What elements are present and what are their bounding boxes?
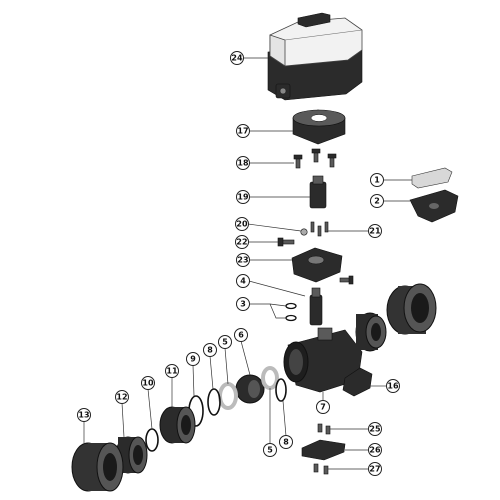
svg-text:1: 1 <box>374 176 380 185</box>
svg-text:11: 11 <box>166 367 178 376</box>
svg-text:18: 18 <box>237 159 249 168</box>
callout-20: 20 <box>235 217 249 231</box>
svg-text:5: 5 <box>222 338 228 347</box>
carrier-part-11 <box>159 406 196 444</box>
part-16 <box>342 367 373 397</box>
callout-19: 19 <box>236 190 250 204</box>
callout-5-left: 5 <box>218 335 232 349</box>
svg-text:24: 24 <box>231 54 243 63</box>
callout-23: 23 <box>236 253 250 267</box>
union-end-right <box>355 312 387 352</box>
callout-3: 3 <box>236 297 250 311</box>
svg-text:19: 19 <box>237 193 249 202</box>
screws-part-21 <box>310 221 329 237</box>
svg-text:3: 3 <box>240 300 246 309</box>
union-nut-right <box>386 283 437 335</box>
seat-part-5-right <box>261 366 279 390</box>
callout-16: 16 <box>386 379 400 393</box>
callout-27: 27 <box>368 462 382 476</box>
coupling-part-19 <box>309 175 327 209</box>
o-ring-part-8-right <box>275 378 287 402</box>
callout-8-left: 8 <box>203 343 217 357</box>
screws-part-27 <box>313 463 329 475</box>
svg-text:6: 6 <box>238 331 244 340</box>
callout-8-right: 8 <box>279 435 293 449</box>
svg-text:12: 12 <box>116 393 127 402</box>
svg-text:9: 9 <box>190 355 196 364</box>
svg-text:20: 20 <box>236 220 248 229</box>
o-rings-part-3 <box>285 302 297 322</box>
callout-11: 11 <box>165 364 179 378</box>
callout-5-right: 5 <box>263 443 277 457</box>
callout-9: 9 <box>186 352 200 366</box>
svg-text:4: 4 <box>240 277 246 286</box>
seat-part-5-left <box>218 382 238 410</box>
svg-text:22: 22 <box>236 238 247 247</box>
callout-6: 6 <box>234 328 248 342</box>
svg-text:16: 16 <box>387 382 399 391</box>
svg-text:8: 8 <box>207 346 213 355</box>
callout-12: 12 <box>115 390 129 404</box>
indicator-plate-part-23 <box>291 247 354 285</box>
callout-4: 4 <box>236 274 250 288</box>
callout-26: 26 <box>368 443 382 457</box>
handle-part-2 <box>409 189 459 223</box>
bracket-part-26 <box>301 439 346 461</box>
svg-text:23: 23 <box>237 256 248 265</box>
callout-21: 21 <box>368 224 382 238</box>
part-25 <box>317 423 331 435</box>
valve-body <box>283 327 363 393</box>
callout-7: 7 <box>316 400 330 414</box>
svg-text:8: 8 <box>283 438 289 447</box>
callout-2: 2 <box>370 194 384 208</box>
actuator-part-24 <box>267 12 363 101</box>
screws-part-18 <box>293 148 337 169</box>
callout-24: 24 <box>230 51 244 65</box>
callout-13: 13 <box>77 408 91 422</box>
o-ring-part-8-left <box>207 388 221 416</box>
ball-part-6 <box>235 374 265 404</box>
svg-text:26: 26 <box>369 446 381 455</box>
screw-part-22 <box>277 237 295 247</box>
svg-text:25: 25 <box>369 425 381 434</box>
svg-text:21: 21 <box>369 227 381 236</box>
union-nut-part-13 <box>71 442 124 492</box>
mounting-flange-part-17 <box>292 109 346 145</box>
svg-text:7: 7 <box>320 403 326 412</box>
callout-10: 10 <box>141 376 155 390</box>
svg-text:5: 5 <box>267 446 273 455</box>
svg-text:13: 13 <box>78 411 89 420</box>
callout-25: 25 <box>368 422 382 436</box>
callout-22: 22 <box>235 235 249 249</box>
svg-text:2: 2 <box>374 197 380 206</box>
svg-text:17: 17 <box>237 127 248 136</box>
stem-part-4 <box>309 287 323 326</box>
callout-18: 18 <box>236 156 250 170</box>
handle-cap-part-1 <box>411 167 453 189</box>
callout-1: 1 <box>370 173 384 187</box>
svg-text:10: 10 <box>142 379 154 388</box>
callout-17: 17 <box>236 124 250 138</box>
ball-part-20 <box>300 228 308 236</box>
svg-text:27: 27 <box>369 465 380 474</box>
o-ring-part-10 <box>145 428 159 452</box>
